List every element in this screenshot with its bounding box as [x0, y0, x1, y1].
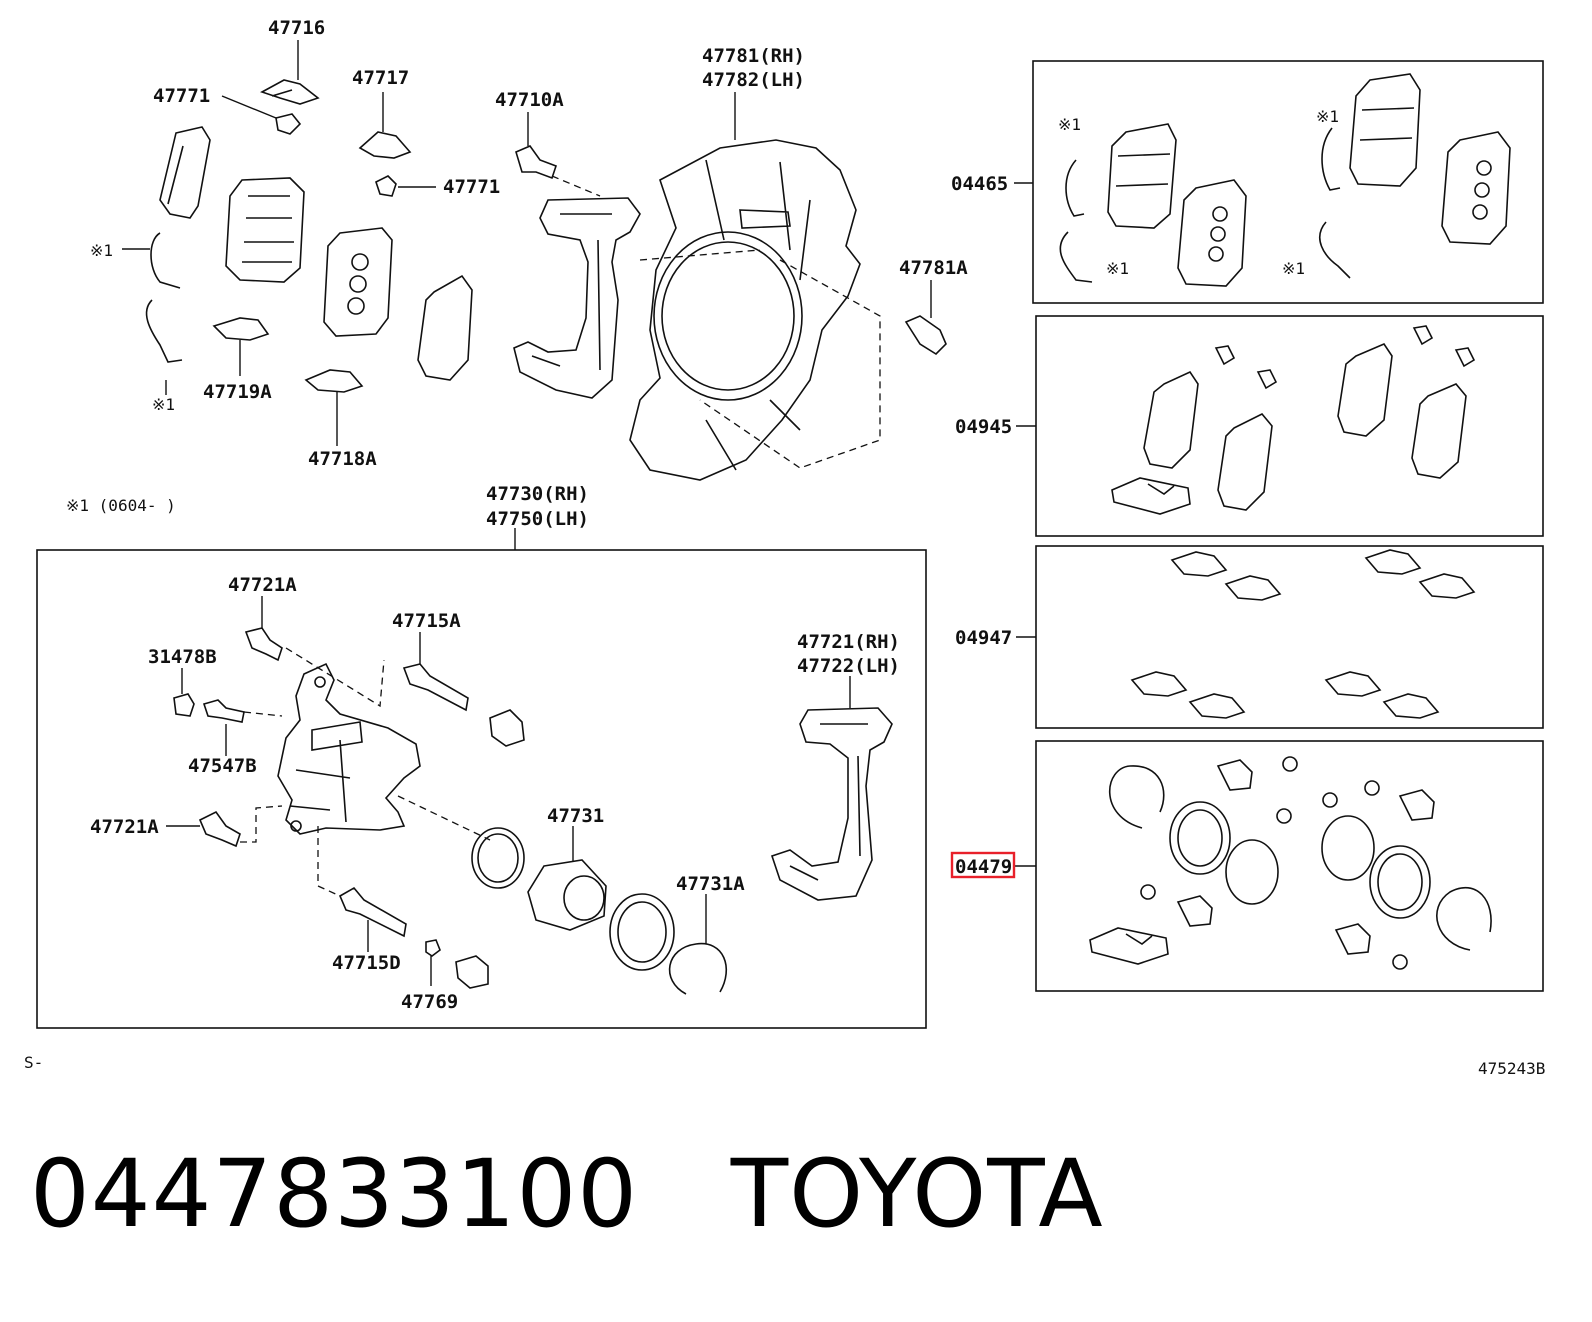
- pad-wear-spring-a: [150, 232, 181, 289]
- cylinder-assembly-group: [166, 596, 893, 995]
- brand-name: TOYOTA: [730, 1140, 1104, 1249]
- brake-pad-2: [323, 227, 393, 337]
- pad-hole-1: [351, 253, 369, 271]
- pad-support-plate-47717: [358, 131, 412, 159]
- kit-04465-note-d: ※1: [1282, 259, 1305, 278]
- kit-04465-contents: [1059, 73, 1511, 287]
- piston-seal-inner: [477, 833, 519, 883]
- callout-47730-rh: 47730(RH): [486, 483, 589, 505]
- callout-47782-lh: 47782(LH): [702, 69, 805, 91]
- kit-04465-note-c: ※1: [1316, 107, 1339, 126]
- callout-47769: 47769: [401, 991, 458, 1013]
- kit-box-04945: [1035, 315, 1544, 537]
- callout-47718A: 47718A: [308, 448, 377, 470]
- part-number: 0447833100: [30, 1140, 639, 1249]
- callout-47547B: 47547B: [188, 755, 257, 777]
- disc-brake-dust-cover: [629, 139, 861, 481]
- callout-47710A: 47710A: [495, 89, 564, 111]
- piston-seal-47731: [471, 827, 525, 889]
- footer-left-code: S-: [24, 1053, 43, 1072]
- callout-31478B: 31478B: [148, 646, 217, 668]
- kit-04945-contents: [1111, 325, 1476, 515]
- footer-right-code: 475243B: [1478, 1059, 1545, 1078]
- callout-note-1: ※1: [90, 241, 113, 260]
- slide-bushing-dust-boot-b: [455, 955, 489, 989]
- kit-label-04465: 04465: [951, 173, 1008, 195]
- callout-47721A-mid: 47721A: [90, 816, 159, 838]
- cylinder-bleeder-hole: [314, 676, 326, 688]
- bracket-inner-line: [531, 213, 612, 371]
- piston-face: [563, 875, 605, 921]
- pad-shims-group: [122, 40, 473, 446]
- caption-gap: [638, 1140, 731, 1249]
- callout-47781A: 47781A: [899, 257, 968, 279]
- pad-outer-shim: [159, 126, 211, 219]
- cylinder-body-lines: [289, 721, 363, 823]
- kit-label-04945: 04945: [955, 416, 1012, 438]
- slide-bushing-dust-boot-a: [489, 709, 525, 747]
- slide-pin-47715D: [338, 886, 407, 938]
- brake-pad-1: [225, 177, 305, 283]
- bracket-dust-cover-group: [513, 92, 947, 481]
- callout-47716: 47716: [268, 17, 325, 39]
- pad-wear-spring-b: [145, 299, 183, 363]
- pad-inner-shim: [417, 274, 473, 381]
- cylinder-body: [277, 662, 421, 835]
- bolt-47721A-mid: [198, 810, 241, 848]
- callout-47721A-top: 47721A: [228, 574, 297, 596]
- pad-hole-3: [347, 297, 365, 315]
- dust-cover-hub-opening: [661, 241, 795, 391]
- callout-47750-lh: 47750(LH): [486, 508, 589, 530]
- dust-cover-bolt-47781A: [904, 315, 947, 356]
- kit-04465-note-a: ※1: [1058, 115, 1081, 134]
- kit-04465-note-b: ※1: [1106, 259, 1129, 278]
- cylinder-boot-inner: [617, 901, 667, 963]
- pad-support-plate-47719A: [212, 317, 270, 341]
- callout-47731A: 47731A: [676, 873, 745, 895]
- kit-04947-contents: [1130, 549, 1476, 719]
- slide-pin-47715A: [402, 663, 469, 712]
- callout-47715D: 47715D: [332, 952, 401, 974]
- pad-hole-2: [349, 275, 367, 293]
- kit-box-04947: [1035, 545, 1544, 729]
- pad-support-plate-47718A: [304, 369, 364, 393]
- callout-note-2: ※1: [152, 395, 175, 414]
- pad-support-plate-47716: [260, 79, 320, 105]
- callout-47781-rh: 47781(RH): [702, 45, 805, 67]
- bolt-47721A-top: [244, 627, 283, 662]
- plug-31478B: [173, 693, 195, 717]
- highlight-box: [950, 851, 1016, 879]
- mounting-bracket-47721: [770, 707, 893, 901]
- bracket-bolt-47710A: [515, 145, 558, 180]
- dust-cover-hub-rim: [653, 231, 803, 401]
- cylinder-piston: [527, 859, 607, 931]
- callout-47715A: 47715A: [392, 610, 461, 632]
- product-caption: 0447833100 TOYOTA: [30, 1140, 1104, 1249]
- callout-47721-rh: 47721(RH): [797, 631, 900, 653]
- bushing-47769: [425, 939, 441, 957]
- callout-47771-b: 47771: [443, 176, 500, 198]
- pad-clip-47771a: [275, 113, 302, 135]
- cylinder-boot: [609, 893, 675, 971]
- bleeder-plug-47547B: [202, 699, 245, 723]
- dust-cover-ribs: [705, 159, 811, 471]
- torque-plate-bracket: [513, 197, 641, 399]
- kit-label-04479: 04479: [955, 856, 1012, 878]
- note-legend: ※1 (0604- ): [66, 496, 176, 515]
- callout-47722-lh: 47722(LH): [797, 655, 900, 677]
- cylinder-assembly-box: [36, 549, 927, 1029]
- pad-clip-47771b: [375, 175, 397, 197]
- callout-47771-a: 47771: [153, 85, 210, 107]
- set-ring-47731A: [668, 942, 728, 995]
- callout-47717: 47717: [352, 67, 409, 89]
- kit-04479-contents: [1089, 756, 1492, 970]
- callout-47719A: 47719A: [203, 381, 272, 403]
- kit-box-04465: [1032, 60, 1544, 304]
- callout-47731: 47731: [547, 805, 604, 827]
- cylinder-pin-hole: [290, 820, 302, 832]
- kit-label-04947: 04947: [955, 627, 1012, 649]
